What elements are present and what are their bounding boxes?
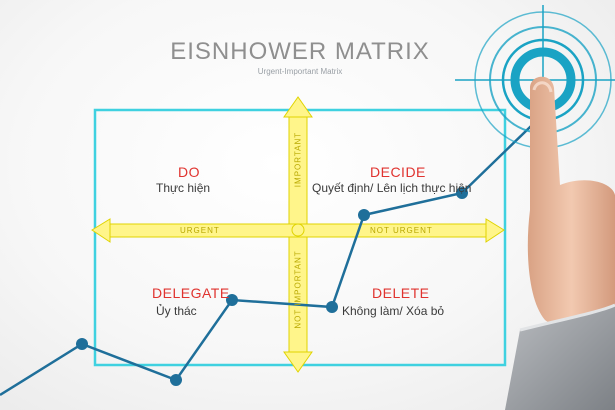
- trend-point: [76, 338, 88, 350]
- quadrant-delegate-subtitle: Ủy thác: [156, 304, 197, 318]
- trend-point: [226, 294, 238, 306]
- axis-label-not-important: NOT IMPORTANT: [293, 250, 303, 329]
- quadrant-decide-heading: DECIDE: [370, 164, 426, 180]
- trend-point: [456, 187, 468, 199]
- trend-line: [0, 97, 561, 397]
- trend-point: [358, 209, 370, 221]
- horizontal-axis-arrow: [91, 218, 505, 243]
- quadrant-delete-heading: DELETE: [372, 285, 430, 301]
- page-title: EISNHOWER MATRIX: [170, 38, 430, 65]
- trend-point: [326, 301, 338, 313]
- quadrant-do-subtitle: Thực hiện: [156, 181, 211, 195]
- quadrant-do-heading: DO: [178, 164, 200, 180]
- page-subtitle: Urgent-Important Matrix: [257, 67, 343, 76]
- hand-pointer: [505, 76, 615, 410]
- quadrant-decide-subtitle: Quyết định/ Lên lịch thực hiện: [312, 181, 472, 195]
- quadrant-delegate-heading: DELEGATE: [152, 285, 230, 301]
- axis-label-important: IMPORTANT: [293, 131, 303, 188]
- quadrant-delete-subtitle: Không làm/ Xóa bỏ: [342, 304, 445, 318]
- trend-point: [170, 374, 182, 386]
- axis-label-not-urgent: NOT URGENT: [370, 226, 433, 235]
- axis-label-urgent: URGENT: [180, 226, 220, 235]
